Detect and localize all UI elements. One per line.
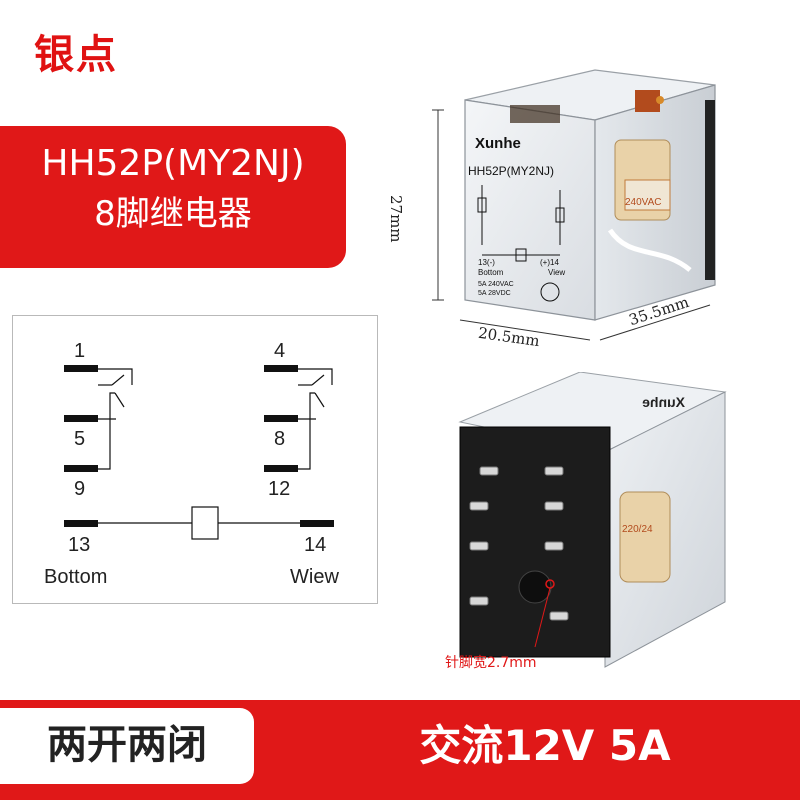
relay-bottom-coil-print: 220/24 — [622, 524, 653, 535]
relay-bottom-print: Bottom — [478, 268, 504, 277]
relay-rating-dc-print: 5A 28VDC — [478, 290, 511, 297]
wiring-diagram — [64, 365, 334, 540]
pin-label-13: 13 — [68, 534, 91, 556]
diagram-bottom-label: Bottom — [44, 566, 108, 588]
footer-rating: 交流12V 5A — [419, 721, 671, 770]
footer-contacts: 两开两闭 — [47, 722, 207, 768]
relay-bottom-photo: Xunhe 220/24 — [458, 372, 727, 668]
pin-label-8: 8 — [274, 428, 286, 450]
pin-label-14: 14 — [304, 534, 327, 556]
pin-width-note: 针脚宽2.7mm — [445, 655, 537, 671]
relay-top-photo: Xunhe HH52P(MY2NJ) 13(-) (+)14 Bottom Vi… — [432, 69, 716, 341]
relay-view-print: View — [548, 268, 565, 277]
wiring-diagram-frame — [12, 315, 378, 604]
product-subtitle: 8脚继电器 — [94, 194, 252, 234]
height-dimension: 27mm — [387, 195, 405, 243]
relay-bottom-brand: Xunhe — [642, 394, 685, 410]
header-title: 银点 — [34, 32, 118, 78]
relay-model-print: HH52P(MY2NJ) — [468, 164, 554, 178]
pin-label-1: 1 — [74, 340, 86, 362]
product-model: HH52P(MY2NJ) — [41, 143, 305, 184]
pin-label-4: 4 — [274, 340, 286, 362]
pin-label-12: 12 — [268, 478, 291, 500]
product-card — [0, 126, 346, 268]
footer-contacts-box — [0, 708, 254, 784]
diagram-view-label: Wiew — [290, 566, 339, 588]
pin-label-5: 5 — [74, 428, 86, 450]
pin-label-9: 9 — [74, 478, 86, 500]
relay-brand-print: Xunhe — [475, 135, 521, 152]
relay-rating-ac-print: 5A 240VAC — [478, 281, 514, 288]
relay-pin14-print: (+)14 — [540, 258, 559, 267]
relay-pin13-print: 13(-) — [478, 258, 495, 267]
relay-coil-print: 240VAC — [625, 197, 662, 208]
